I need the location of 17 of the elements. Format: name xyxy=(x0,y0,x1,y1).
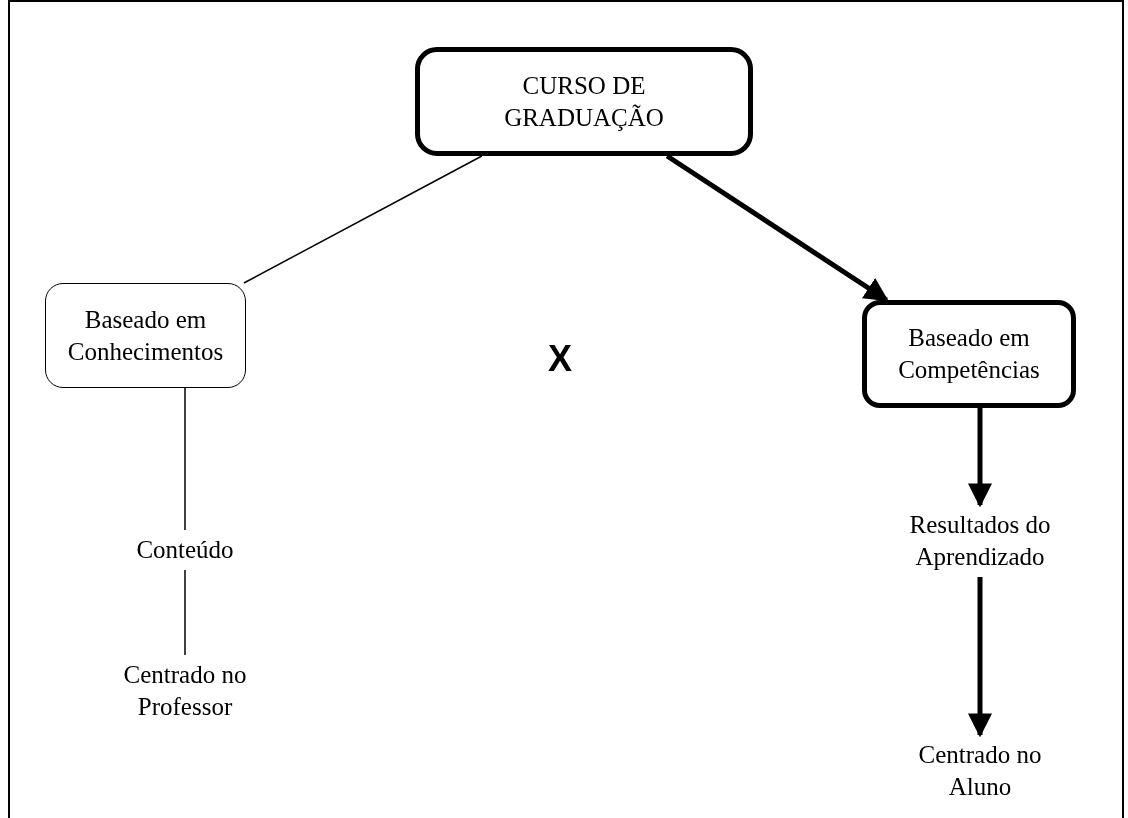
arrow xyxy=(968,408,992,508)
box-label: CURSO DE GRADUAÇÃO xyxy=(503,70,665,133)
process-box xyxy=(415,47,753,156)
box-label: Baseado em Competências xyxy=(897,323,1041,385)
process-box xyxy=(862,300,1076,408)
node-text: Centrado no Aluno xyxy=(917,740,1043,802)
node-text: Resultados do Aprendizado xyxy=(908,510,1052,572)
connector-line xyxy=(184,569,186,656)
process-box xyxy=(45,283,246,388)
node-text: Centrado no Professor xyxy=(122,660,248,722)
connector-line xyxy=(184,387,186,531)
box-label: Baseado em Conhecimentos xyxy=(66,304,225,367)
arrow xyxy=(968,577,992,738)
versus-mark: X xyxy=(548,338,572,380)
arrow xyxy=(665,153,889,303)
node-text: Conteúdo xyxy=(136,535,234,565)
connector-line xyxy=(243,155,483,284)
